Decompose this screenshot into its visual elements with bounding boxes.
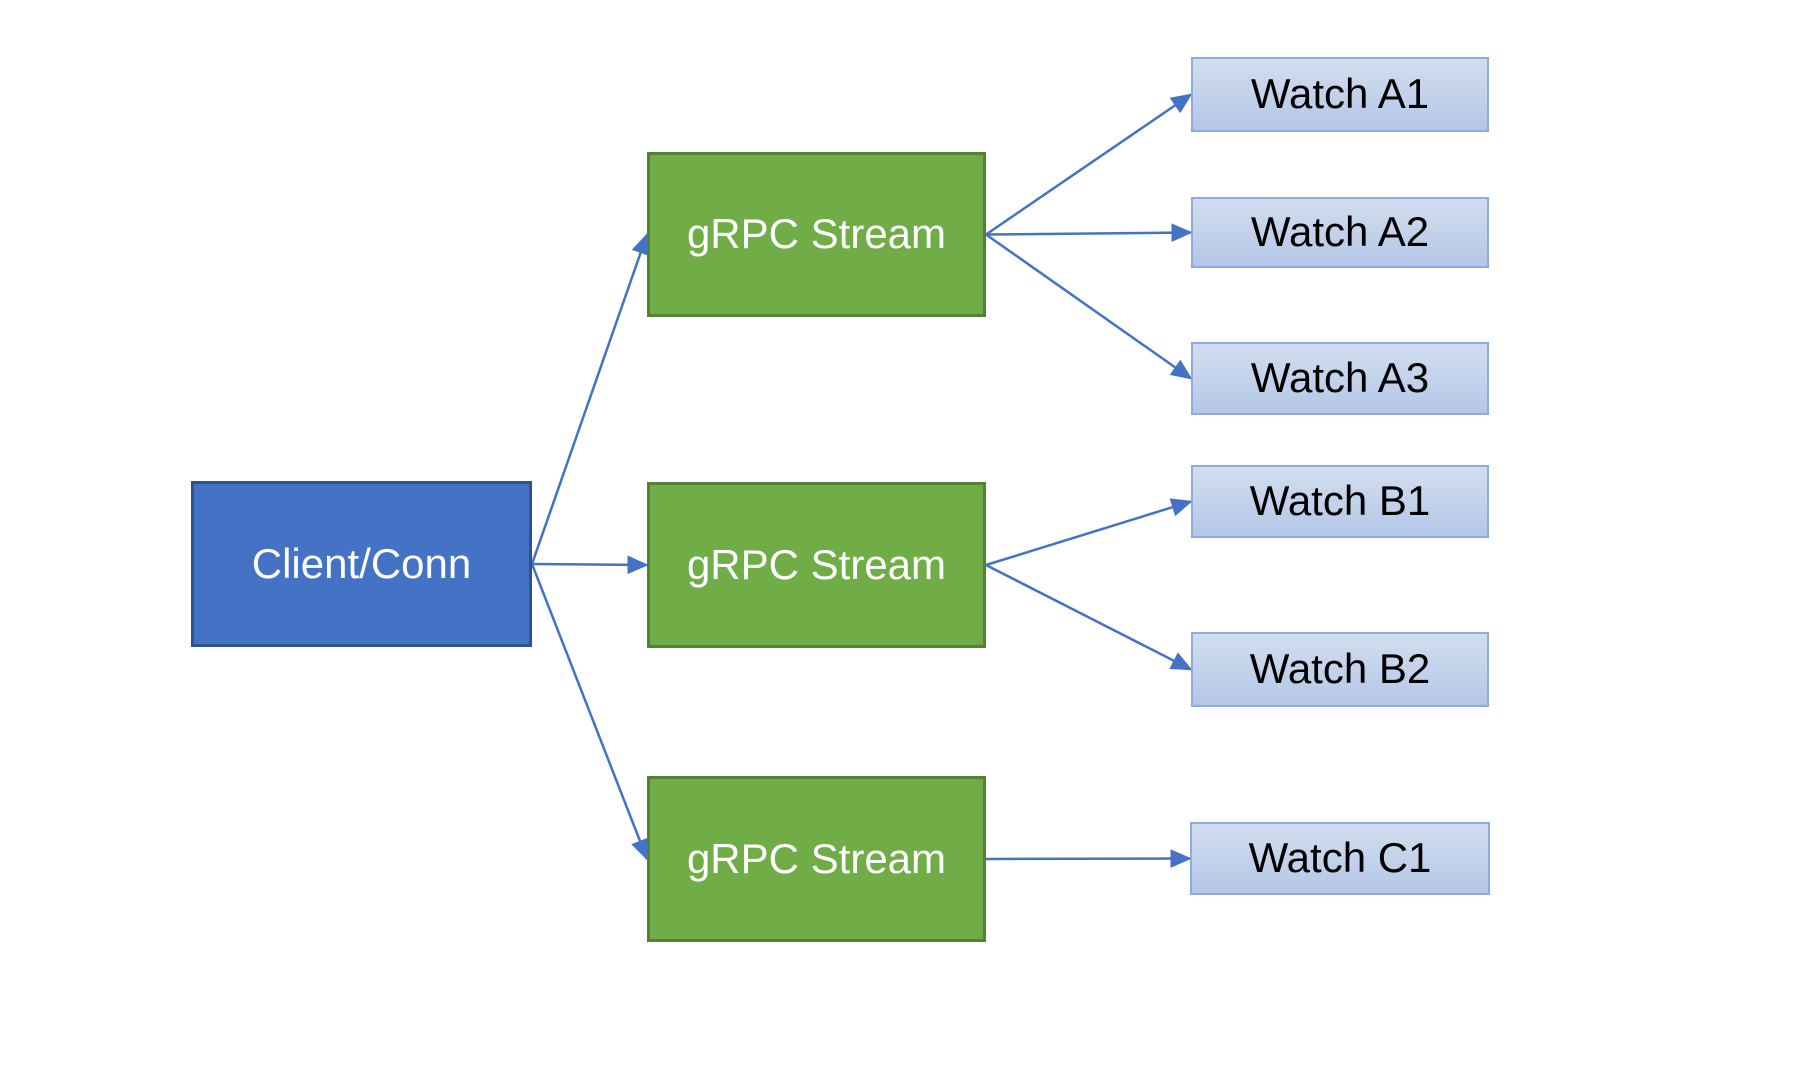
node-watch-a1-label: Watch A1 [1250, 70, 1430, 118]
node-watch-b1-label: Watch B1 [1249, 477, 1431, 525]
edge-stream-c-to-watch-c1 [985, 849, 1192, 868]
node-watch-a3: Watch A3 [1191, 342, 1489, 415]
node-watch-b2: Watch B2 [1191, 632, 1489, 707]
edge-stream-b-to-watch-b1 [985, 498, 1193, 567]
node-grpc-stream-b-label: gRPC Stream [686, 540, 947, 588]
node-watch-a1: Watch A1 [1191, 57, 1489, 132]
node-grpc-stream-b: gRPC Stream [647, 482, 986, 648]
edge-client-to-stream-a [530, 232, 650, 565]
edge-stream-a-to-watch-a2 [985, 223, 1193, 243]
node-watch-c1-label: Watch C1 [1248, 834, 1432, 882]
node-watch-b1: Watch B1 [1191, 465, 1489, 538]
node-watch-a2-label: Watch A2 [1250, 208, 1430, 256]
node-client-conn: Client/Conn [191, 481, 532, 647]
node-grpc-stream-a-label: gRPC Stream [686, 210, 947, 258]
node-grpc-stream-c: gRPC Stream [647, 776, 986, 942]
edge-stream-a-to-watch-a1 [985, 93, 1193, 236]
edge-client-to-stream-b [531, 555, 649, 575]
edge-client-to-stream-c [530, 563, 649, 861]
node-watch-a3-label: Watch A3 [1250, 354, 1430, 402]
edge-stream-a-to-watch-a3 [985, 233, 1193, 380]
node-client-conn-label: Client/Conn [251, 539, 472, 587]
node-grpc-stream-a: gRPC Stream [647, 152, 986, 317]
node-watch-c1: Watch C1 [1190, 822, 1490, 895]
edge-stream-b-to-watch-b2 [985, 563, 1193, 671]
node-grpc-stream-c-label: gRPC Stream [686, 834, 947, 882]
node-watch-b2-label: Watch B2 [1249, 645, 1431, 693]
node-watch-a2: Watch A2 [1191, 197, 1489, 268]
